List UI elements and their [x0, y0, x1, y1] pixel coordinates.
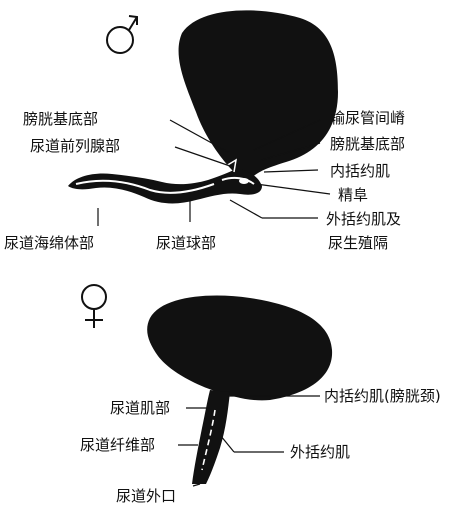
label-external-orifice: 尿道外口 [116, 487, 176, 505]
label-interureteric-ridge: 输尿管间嵴 [330, 109, 405, 127]
female-bladder-shape [147, 295, 332, 400]
label-verumontanum: 精阜 [338, 186, 368, 204]
label-prostatic-urethra: 尿道前列腺部 [30, 137, 120, 155]
label-internal-sphincter-neck: 内括约肌(膀胱颈) [324, 387, 441, 405]
male-symbol [107, 16, 137, 53]
female-symbol [82, 285, 106, 328]
label-internal-sphincter: 内括约肌 [330, 162, 390, 180]
label-bladder-base-left: 膀胱基底部 [23, 110, 98, 128]
female-urethra-shape [192, 390, 230, 484]
label-fibrous-urethra: 尿道纤维部 [80, 436, 155, 454]
male-bladder-shape [179, 10, 338, 179]
label-spongy-urethra: 尿道海绵体部 [4, 234, 94, 252]
male-urethra-shape [68, 168, 262, 203]
label-external-sphincter-line1: 外括约肌及 [326, 210, 401, 228]
label-external-sphincter-line2: 尿生殖隔 [328, 234, 388, 252]
label-muscular-urethra: 尿道肌部 [110, 399, 170, 417]
label-bulbar-urethra: 尿道球部 [156, 234, 216, 252]
label-bladder-base-right: 膀胱基底部 [330, 135, 405, 153]
label-external-sphincter-female: 外括约肌 [290, 443, 350, 461]
